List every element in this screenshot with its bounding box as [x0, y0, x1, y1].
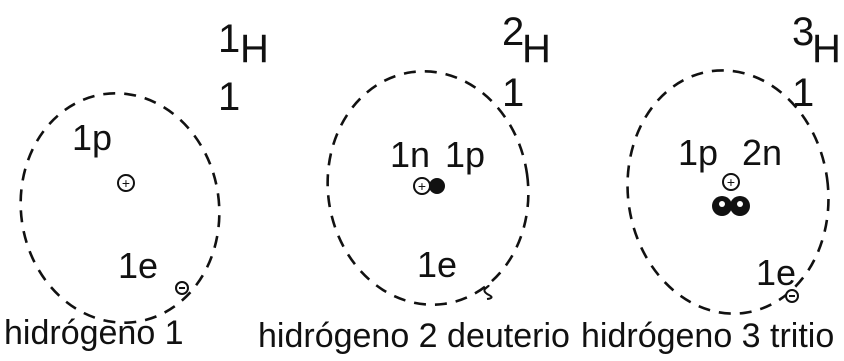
electron-label-3: 1e	[756, 252, 796, 293]
electron-label-2: 1e	[417, 244, 457, 285]
caption-3: hidrógeno 3 tritio	[581, 317, 834, 355]
atomic-number-3: 1	[792, 71, 814, 115]
proton-label-3: 1p	[678, 132, 718, 173]
proton-icon-1: +	[117, 174, 135, 192]
atom-hydrogen-2: 2 H 1 1n 1p + 1e hidrógeno 2 deuterio	[258, 10, 570, 355]
atomic-number-1: 1	[218, 75, 240, 119]
orbit-3	[626, 69, 830, 315]
electron-label-1: 1e	[118, 245, 158, 286]
orbit-2	[326, 70, 530, 306]
electron-icon-3	[785, 289, 799, 303]
proton-icon-3: +	[722, 173, 740, 191]
proton-label-1: 1p	[72, 117, 112, 158]
electron-icon-1	[175, 281, 189, 295]
electron-icon-2	[483, 284, 493, 300]
neutron-highlight-3a	[719, 201, 725, 207]
proton-sign-2: +	[418, 178, 426, 194]
proton-sign-3: +	[727, 174, 735, 190]
neutron-label-3: 2n	[742, 132, 782, 173]
caption-1: hidrógeno 1	[4, 314, 184, 352]
atom-hydrogen-1: 1 H 1 1p + 1e hidrógeno 1	[4, 17, 269, 352]
neutron-label-2: 1n	[390, 134, 430, 175]
proton-label-2: 1p	[445, 134, 485, 175]
element-symbol-2: H	[522, 27, 551, 71]
caption-2: hidrógeno 2 deuterio	[258, 317, 570, 355]
neutron-icon-2	[429, 178, 445, 194]
proton-icon-2: +	[413, 177, 431, 195]
atom-hydrogen-3: 3 H 1 1p 2n + 1e hidrógeno 3 tritio	[581, 10, 841, 355]
mass-number-1: 1	[218, 17, 240, 61]
element-symbol-1: H	[240, 27, 269, 71]
element-symbol-3: H	[812, 27, 841, 71]
proton-sign-1: +	[122, 175, 130, 191]
orbit-1	[19, 91, 221, 325]
mass-number-3: 3	[792, 10, 814, 54]
atomic-number-2: 1	[502, 71, 524, 115]
neutron-highlight-3b	[737, 201, 743, 207]
mass-number-2: 2	[502, 10, 524, 54]
